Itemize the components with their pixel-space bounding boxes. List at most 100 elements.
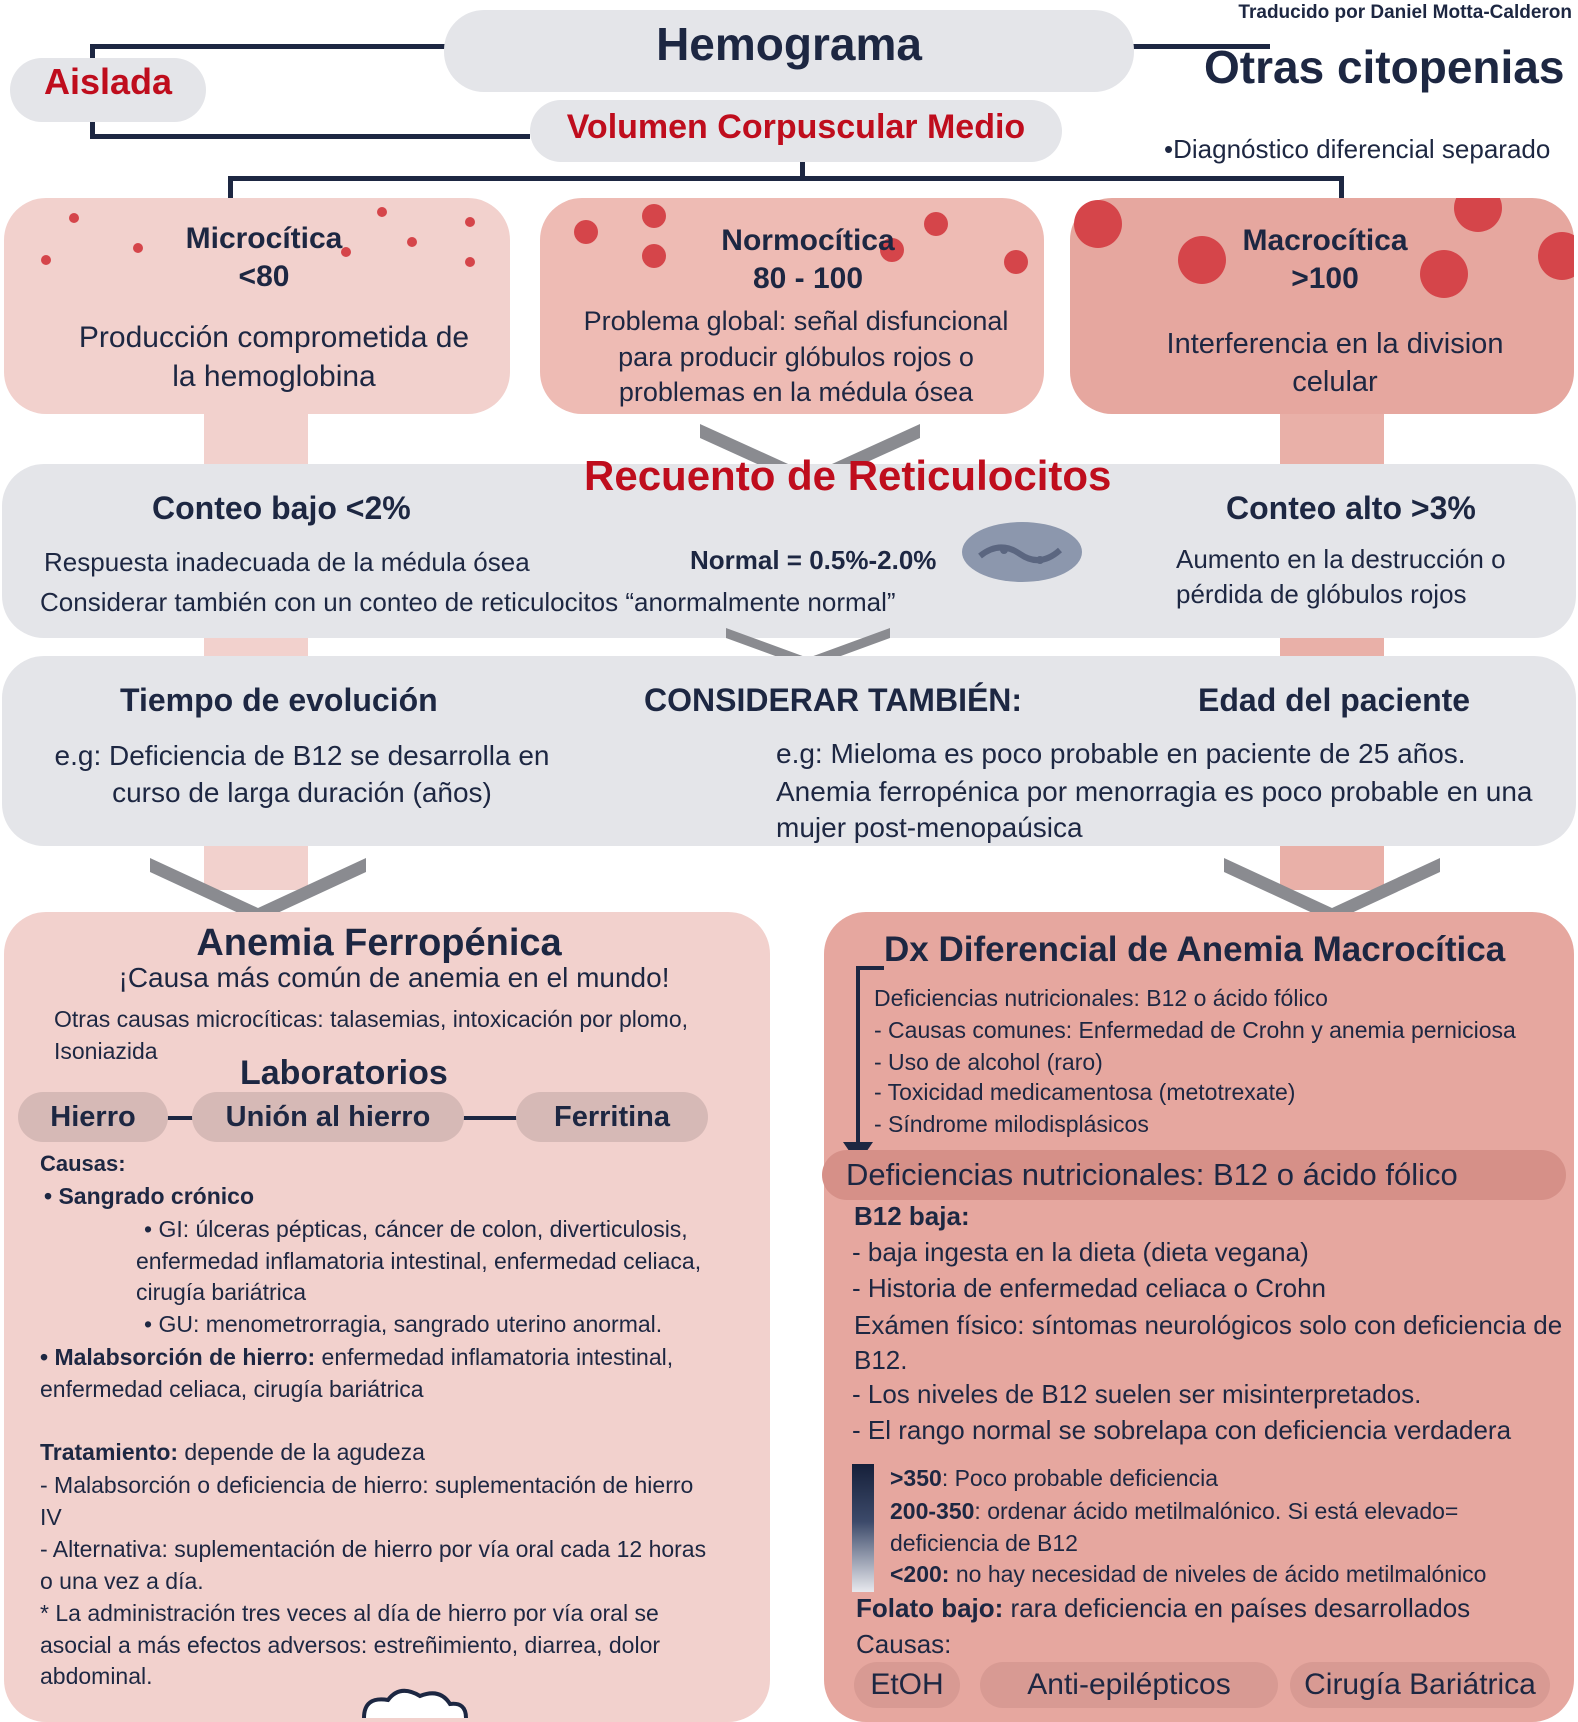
low-count-desc: Respuesta inadecuada de la médula ósea bbox=[44, 547, 530, 577]
macrocytic-ddx-panel: Dx Diferencial de Anemia Macrocítica Def… bbox=[822, 912, 1574, 1722]
normocytic-desc: Problema global: señal disfuncional para… bbox=[583, 306, 1009, 408]
cause-etoh: EtOH bbox=[854, 1662, 960, 1708]
microcytic-name: Microcítica bbox=[185, 222, 343, 255]
bullet-icon: • bbox=[1164, 134, 1174, 164]
level-high-desc: : Poco probable deficiencia bbox=[941, 1465, 1218, 1491]
age-desc-2: Anemia ferropénica por menorragia es poc… bbox=[776, 776, 1533, 844]
microcytic-range: <80 bbox=[238, 260, 290, 293]
ddx-item: - Causas comunes: Enfermedad de Crohn y … bbox=[874, 1017, 1516, 1043]
cause-bariatric-label: Cirugía Bariátrica bbox=[1304, 1668, 1536, 1701]
treatment-2: - Alternativa: suplementación de hierro … bbox=[40, 1536, 707, 1594]
lab-iron-binding-label: Unión al hierro bbox=[225, 1100, 431, 1133]
folate: Folato bajo: rara deficiencia en países … bbox=[856, 1592, 1470, 1625]
microcytic-box: Microcítica <80 Producción comprometida … bbox=[4, 198, 510, 414]
folate-desc: rara deficiencia en países desarrollados bbox=[1003, 1593, 1471, 1623]
nutrition-title: Deficiencias nutricionales: B12 o ácido … bbox=[846, 1157, 1458, 1192]
level-low-desc: no hay necesidad de niveles de ácido met… bbox=[949, 1561, 1487, 1587]
lab-ferritin: Ferritina bbox=[516, 1092, 708, 1142]
chevron-down-icon bbox=[150, 858, 366, 922]
iron-causes-title: Causas: bbox=[40, 1151, 126, 1176]
gu-causes: • GU: menometrorragia, sangrado uterino … bbox=[144, 1311, 663, 1337]
gi-causes: • GI: úlceras pépticas, cáncer de colon,… bbox=[136, 1216, 702, 1306]
b12-item: - baja ingesta en la dieta (dieta vegana… bbox=[852, 1237, 1309, 1267]
malabsorption: • Malabsorción de hierro: enfermedad inf… bbox=[40, 1344, 674, 1402]
ddx-item: - Síndrome milodisplásicos bbox=[874, 1111, 1149, 1137]
ddx-item: - Uso de alcohol (raro) bbox=[874, 1049, 1103, 1075]
gu-causes-text: GU: menometrorragia, sangrado uterino an… bbox=[158, 1311, 663, 1337]
b12-item: Exámen físico: síntomas neurológicos sol… bbox=[854, 1310, 1563, 1376]
connector-line bbox=[90, 134, 530, 139]
connector-line bbox=[90, 44, 446, 49]
treatment: Tratamiento: depende de la agudeza bbox=[40, 1438, 740, 1467]
connector-line bbox=[1130, 44, 1270, 49]
chronic-bleeding-label: Sangrado crónico bbox=[58, 1183, 254, 1209]
b12-gradient-scale bbox=[852, 1464, 874, 1592]
mcv-pill: Volumen Corpuscular Medio bbox=[530, 100, 1062, 162]
page-title: Hemograma bbox=[656, 18, 922, 70]
iron-deficiency-panel: Anemia Ferropénica ¡Causa más común de a… bbox=[4, 912, 770, 1722]
level-high: >350: Poco probable deficiencia bbox=[890, 1464, 1218, 1493]
chronic-bleeding: • Sangrado crónico bbox=[44, 1183, 254, 1209]
labs-title: Laboratorios bbox=[240, 1054, 448, 1092]
reticulocyte-band: Conteo bajo <2% Respuesta inadecuada de … bbox=[2, 464, 1576, 638]
malabsorption-label: Malabsorción de hierro: bbox=[54, 1344, 316, 1370]
folate-label: Folato bajo: bbox=[856, 1593, 1004, 1623]
nutrition-pill bbox=[822, 1150, 1566, 1200]
b12-item: - Historia de enfermedad celiaca o Crohn bbox=[852, 1273, 1327, 1303]
level-mid-desc: : ordenar ácido metilmalónico. Si está e… bbox=[890, 1498, 1459, 1556]
iron-other-causes: Otras causas microcíticas: talasemias, i… bbox=[54, 1006, 689, 1064]
malabsorption-text: enfermedad inflamatoria intestinal, enfe… bbox=[40, 1344, 674, 1402]
lab-ferritin-label: Ferritina bbox=[553, 1100, 671, 1133]
macrocytic-desc: Interferencia en la division celular bbox=[1166, 328, 1504, 398]
lab-iron-binding: Unión al hierro bbox=[192, 1092, 464, 1142]
low-count-title: Conteo bajo <2% bbox=[152, 490, 411, 526]
small-rbc-dots bbox=[41, 207, 475, 267]
ddx-item: Deficiencias nutricionales: B12 o ácido … bbox=[874, 985, 1328, 1011]
reticulocyte-title: Recuento de Reticulocitos bbox=[584, 452, 1112, 499]
treatment-note: * La administración tres veces al día de… bbox=[40, 1600, 661, 1690]
connector-line bbox=[800, 158, 805, 180]
folate-causes-title: Causas: bbox=[856, 1629, 952, 1659]
ddx-bracket bbox=[856, 966, 860, 1146]
normocytic-name: Normocítica bbox=[721, 224, 895, 257]
time-desc: e.g: Deficiencia de B12 se desarrolla en… bbox=[54, 740, 550, 808]
large-rbc-dots bbox=[1074, 198, 1574, 298]
isolated-pill: Aislada bbox=[10, 58, 206, 122]
hemograma-pill: Hemograma bbox=[444, 10, 1134, 92]
chevron-down-icon bbox=[1224, 858, 1440, 922]
iron-subtitle: ¡Causa más común de anemia en el mundo! bbox=[118, 962, 670, 993]
macrocytic-box: Macrocítica >100 Interferencia en la div… bbox=[1070, 198, 1574, 414]
reticulocyte-icon bbox=[962, 522, 1082, 582]
isolated-label: Aislada bbox=[43, 61, 173, 102]
gi-causes-text: GI: úlceras pépticas, cáncer de colon, d… bbox=[136, 1216, 702, 1306]
high-count-title: Conteo alto >3% bbox=[1226, 490, 1476, 526]
lab-iron: Hierro bbox=[18, 1092, 168, 1142]
microcytic-desc: Producción comprometida de la hemoglobin… bbox=[78, 321, 470, 393]
mcv-label: Volumen Corpuscular Medio bbox=[566, 107, 1026, 146]
ddx-bracket bbox=[856, 966, 884, 970]
other-note-text: Diagnóstico diferencial separado bbox=[1173, 134, 1551, 164]
high-count-desc: Aumento en la destrucción o pérdida de g… bbox=[1176, 544, 1506, 610]
time-title: Tiempo de evolución bbox=[120, 682, 438, 718]
connector-line bbox=[228, 176, 233, 200]
macro-title: Dx Diferencial de Anemia Macrocítica bbox=[884, 930, 1506, 969]
macrocytic-name: Macrocítica bbox=[1242, 224, 1408, 257]
connector-line bbox=[228, 176, 1344, 181]
iron-title: Anemia Ferropénica bbox=[196, 922, 562, 964]
other-cytopenias-note: •Diagnóstico diferencial separado bbox=[1164, 134, 1550, 165]
normocytic-range: 80 - 100 bbox=[752, 262, 864, 295]
normal-range: Normal = 0.5%-2.0% bbox=[690, 545, 937, 575]
level-high-label: >350 bbox=[890, 1465, 942, 1491]
connector-line bbox=[1339, 176, 1344, 200]
treatment-label: Tratamiento: bbox=[40, 1439, 179, 1465]
consider-band: Tiempo de evolución e.g: Deficiencia de … bbox=[2, 656, 1576, 846]
level-low-label: <200: bbox=[890, 1561, 950, 1587]
age-title: Edad del paciente bbox=[1198, 682, 1471, 718]
b12-item: - El rango normal se sobrelapa con defic… bbox=[852, 1415, 1512, 1445]
level-low: <200: no hay necesidad de niveles de áci… bbox=[890, 1560, 1486, 1589]
level-mid: 200-350: ordenar ácido metilmalónico. Si… bbox=[890, 1496, 1550, 1559]
cause-antiepileptics-label: Anti-epilépticos bbox=[1027, 1668, 1231, 1701]
treatment-text: depende de la agudeza bbox=[178, 1439, 425, 1465]
age-desc-1: e.g: Mieloma es poco probable en pacient… bbox=[776, 738, 1466, 769]
cause-antiepileptics: Anti-epilépticos bbox=[980, 1662, 1278, 1708]
